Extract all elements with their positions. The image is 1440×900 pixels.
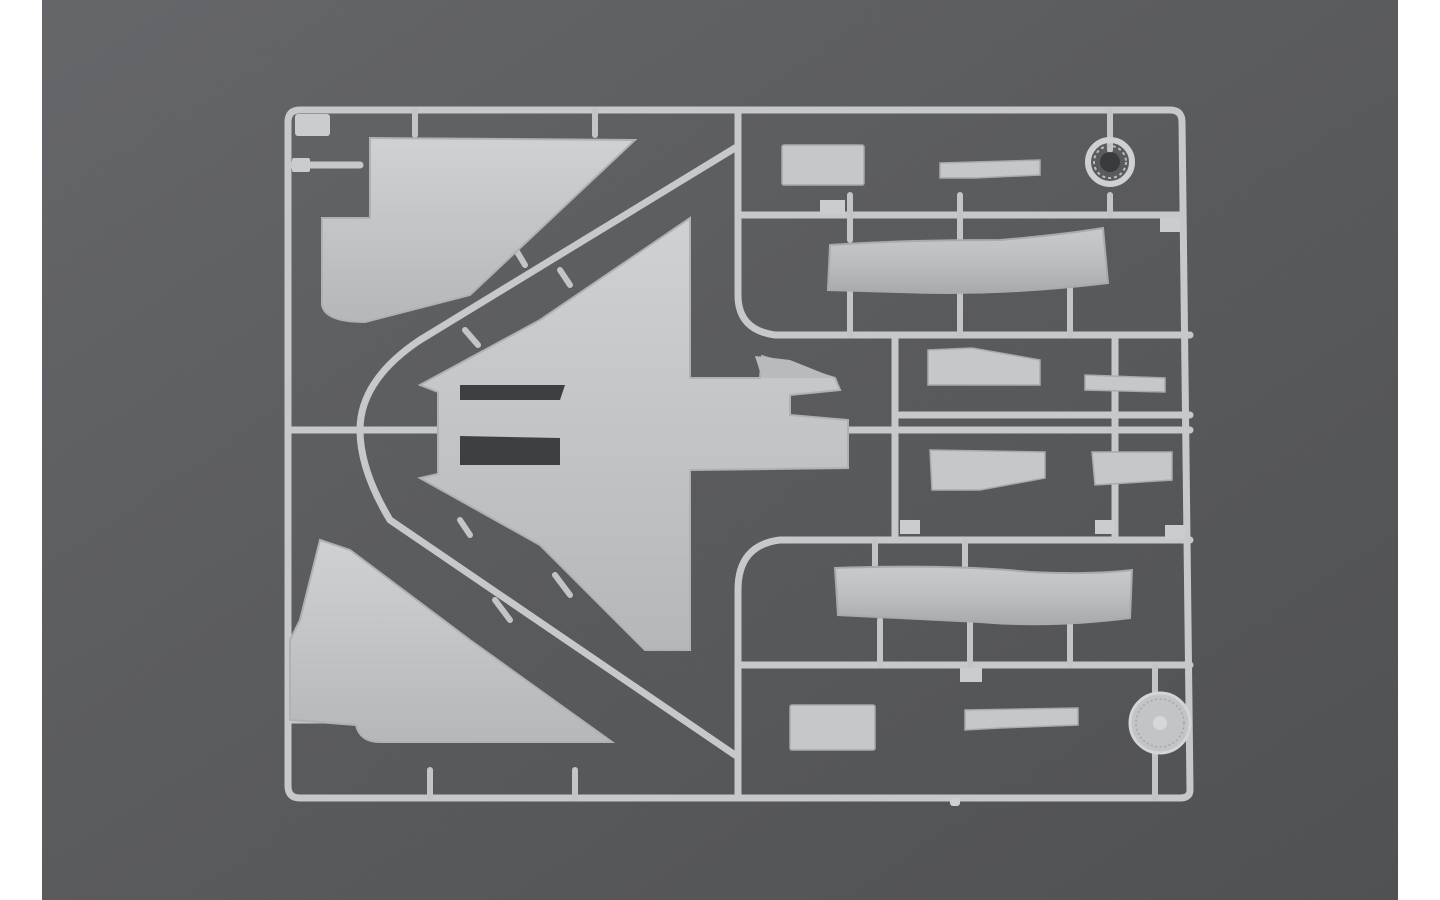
intake-duct-upper	[826, 226, 1110, 294]
intake-duct-lower	[833, 565, 1134, 626]
turbine-disc	[1128, 691, 1192, 755]
lower-wing-half	[289, 538, 616, 743]
sprue-photo	[42, 0, 1398, 900]
upper-wing-half	[321, 136, 638, 324]
sprue-tabs	[292, 114, 1185, 682]
engine-face-ring	[1085, 137, 1135, 187]
small-panels	[781, 144, 1173, 751]
fuselage-delta-wing	[417, 216, 849, 651]
sprue-bottom-stub	[950, 798, 960, 806]
sprue-frame	[284, 106, 1194, 802]
sprue-gates	[412, 107, 1158, 801]
